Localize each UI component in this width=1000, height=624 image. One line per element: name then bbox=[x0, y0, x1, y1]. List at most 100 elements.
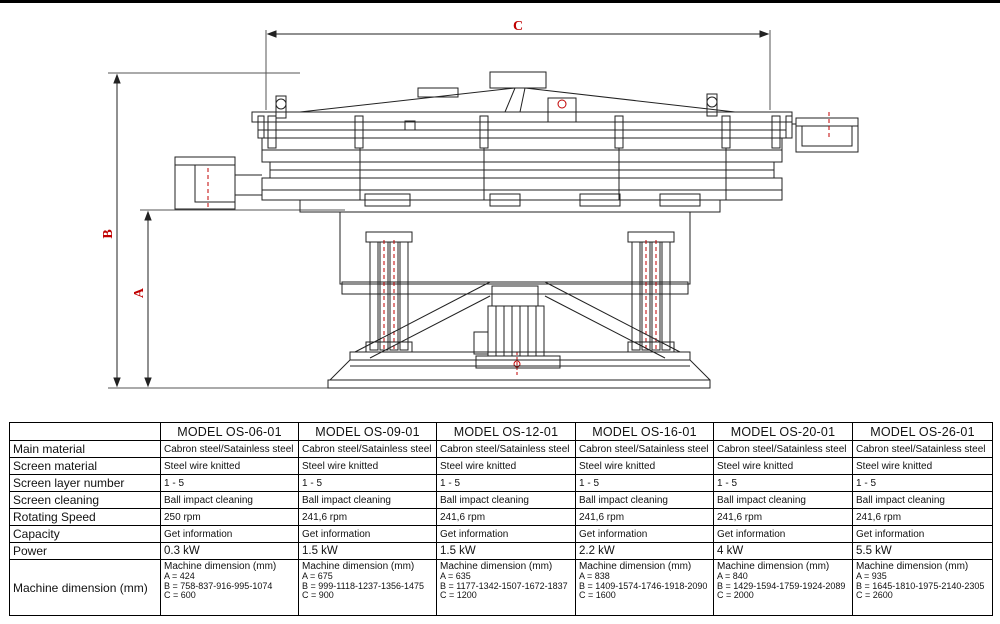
dimension-cell: Machine dimension (mm) A = 838 B = 1409-… bbox=[575, 559, 714, 616]
dimension-cell: Machine dimension (mm) A = 840 B = 1429-… bbox=[713, 559, 853, 616]
table-row: Screen material Steel wire knitted Steel… bbox=[9, 457, 993, 475]
table-cell: Cabron steel/Satainless steel bbox=[160, 440, 299, 458]
table-cell: 241,6 rpm bbox=[575, 508, 714, 526]
specification-table: MODEL OS-06-01 MODEL OS-09-01 MODEL OS-1… bbox=[9, 422, 993, 616]
dimension-heading: Machine dimension (mm) bbox=[302, 561, 415, 572]
table-cell: Ball impact cleaning bbox=[160, 491, 299, 509]
table-cell: Steel wire knitted bbox=[852, 457, 993, 475]
table-row: Power 0.3 kW 1.5 kW 1.5 kW 2.2 kW 4 kW 5… bbox=[9, 542, 993, 560]
model-header: MODEL OS-16-01 bbox=[575, 422, 714, 441]
table-cell: 5.5 kW bbox=[852, 542, 993, 560]
dimension-c: C = 2000 bbox=[717, 590, 754, 600]
table-cell: Get information bbox=[713, 525, 853, 543]
dimension-row: Machine dimension (mm) Machine dimension… bbox=[9, 559, 993, 616]
base-housing bbox=[339, 211, 691, 295]
table-cell: 241,6 rpm bbox=[298, 508, 437, 526]
dimension-a: A = 840 bbox=[717, 571, 748, 581]
table-cell: Cabron steel/Satainless steel bbox=[298, 440, 437, 458]
row-label: Screen cleaning bbox=[9, 491, 161, 509]
table-cell: Steel wire knitted bbox=[160, 457, 299, 475]
dimension-a: A = 838 bbox=[579, 571, 610, 581]
table-cell: Steel wire knitted bbox=[575, 457, 714, 475]
dimension-b: B = 758-837-916-995-1074 bbox=[164, 580, 273, 591]
table-cell: Cabron steel/Satainless steel bbox=[436, 440, 576, 458]
lifting-eyes bbox=[275, 93, 718, 119]
dimension-c: C = 1200 bbox=[440, 590, 477, 600]
dimension-c-label: C bbox=[513, 19, 523, 34]
table-cell: Get information bbox=[575, 525, 714, 543]
top-border bbox=[0, 0, 1000, 3]
table-cell: Get information bbox=[852, 525, 993, 543]
table-cell: 0.3 kW bbox=[160, 542, 299, 560]
table-row: Main material Cabron steel/Satainless st… bbox=[9, 440, 993, 458]
dimension-heading: Machine dimension (mm) bbox=[440, 561, 553, 572]
dimension-c-line bbox=[265, 30, 771, 110]
row-label: Rotating Speed bbox=[9, 508, 161, 526]
table-cell: Ball impact cleaning bbox=[575, 491, 714, 509]
table-cell: Cabron steel/Satainless steel bbox=[713, 440, 853, 458]
vibration-motor bbox=[473, 285, 545, 376]
table-cell: Get information bbox=[160, 525, 299, 543]
left-outlet bbox=[174, 156, 262, 210]
base-stand bbox=[327, 281, 711, 389]
table-cell: 2.2 kW bbox=[575, 542, 714, 560]
row-label: Capacity bbox=[9, 525, 161, 543]
row-label: Main material bbox=[9, 440, 161, 458]
dimension-a: A = 635 bbox=[440, 571, 471, 581]
table-cell: Steel wire knitted bbox=[298, 457, 437, 475]
table-cell: 1 - 5 bbox=[575, 474, 714, 492]
table-row: Capacity Get information Get information… bbox=[9, 525, 993, 543]
table-cell: Ball impact cleaning bbox=[298, 491, 437, 509]
table-cell: 4 kW bbox=[713, 542, 853, 560]
table-cell: Cabron steel/Satainless steel bbox=[852, 440, 993, 458]
dimension-heading: Machine dimension (mm) bbox=[717, 561, 830, 572]
model-header: MODEL OS-09-01 bbox=[298, 422, 437, 441]
model-header: MODEL OS-20-01 bbox=[713, 422, 853, 441]
dimension-c: C = 2600 bbox=[856, 590, 893, 600]
dimension-a: A = 935 bbox=[856, 571, 887, 581]
table-cell: 241,6 rpm bbox=[852, 508, 993, 526]
dimension-a-line bbox=[140, 209, 345, 388]
table-cell: 241,6 rpm bbox=[436, 508, 576, 526]
main-frame bbox=[251, 111, 793, 201]
dimension-heading: Machine dimension (mm) bbox=[579, 561, 692, 572]
table-cell: Ball impact cleaning bbox=[436, 491, 576, 509]
row-label: Machine dimension (mm) bbox=[9, 559, 161, 616]
dimension-heading: Machine dimension (mm) bbox=[856, 561, 969, 572]
dimension-b-line bbox=[108, 72, 330, 389]
dimension-a: A = 675 bbox=[302, 571, 333, 581]
dimension-cell: Machine dimension (mm) A = 635 B = 1177-… bbox=[436, 559, 576, 616]
table-cell: 1 - 5 bbox=[160, 474, 299, 492]
row-label: Screen material bbox=[9, 457, 161, 475]
dimension-a-label: A bbox=[132, 287, 147, 298]
table-cell: Ball impact cleaning bbox=[713, 491, 853, 509]
table-row: Screen cleaning Ball impact cleaning Bal… bbox=[9, 491, 993, 509]
table-cell: 1 - 5 bbox=[713, 474, 853, 492]
dimension-c: C = 1600 bbox=[579, 590, 616, 600]
model-header: MODEL OS-26-01 bbox=[852, 422, 993, 441]
model-header-row: MODEL OS-06-01 MODEL OS-09-01 MODEL OS-1… bbox=[9, 422, 993, 441]
table-cell: 250 rpm bbox=[160, 508, 299, 526]
dimension-b: B = 999-1118-1237-1356-1475 bbox=[302, 580, 425, 591]
table-cell: Get information bbox=[436, 525, 576, 543]
table-cell: 1.5 kW bbox=[436, 542, 576, 560]
table-cell: Cabron steel/Satainless steel bbox=[575, 440, 714, 458]
row-label: Power bbox=[9, 542, 161, 560]
dimension-b: B = 1429-1594-1759-1924-2089 bbox=[717, 580, 846, 591]
table-cell: 1.5 kW bbox=[298, 542, 437, 560]
table-cell: Steel wire knitted bbox=[713, 457, 853, 475]
row-label: Screen layer number bbox=[9, 474, 161, 492]
table-cell: 1 - 5 bbox=[852, 474, 993, 492]
model-header: MODEL OS-06-01 bbox=[160, 422, 299, 441]
machine-drawing: C B A bbox=[101, 19, 859, 389]
table-cell: Steel wire knitted bbox=[436, 457, 576, 475]
table-cell: 1 - 5 bbox=[298, 474, 437, 492]
dimension-b-label: B bbox=[101, 229, 116, 238]
table-cell: 241,6 rpm bbox=[713, 508, 853, 526]
dimension-b: B = 1409-1574-1746-1918-2090 bbox=[579, 580, 708, 591]
dimension-heading: Machine dimension (mm) bbox=[164, 561, 277, 572]
model-header: MODEL OS-12-01 bbox=[436, 422, 576, 441]
right-outlet bbox=[792, 112, 859, 153]
dimension-c: C = 900 bbox=[302, 590, 334, 600]
header-empty bbox=[9, 422, 161, 441]
